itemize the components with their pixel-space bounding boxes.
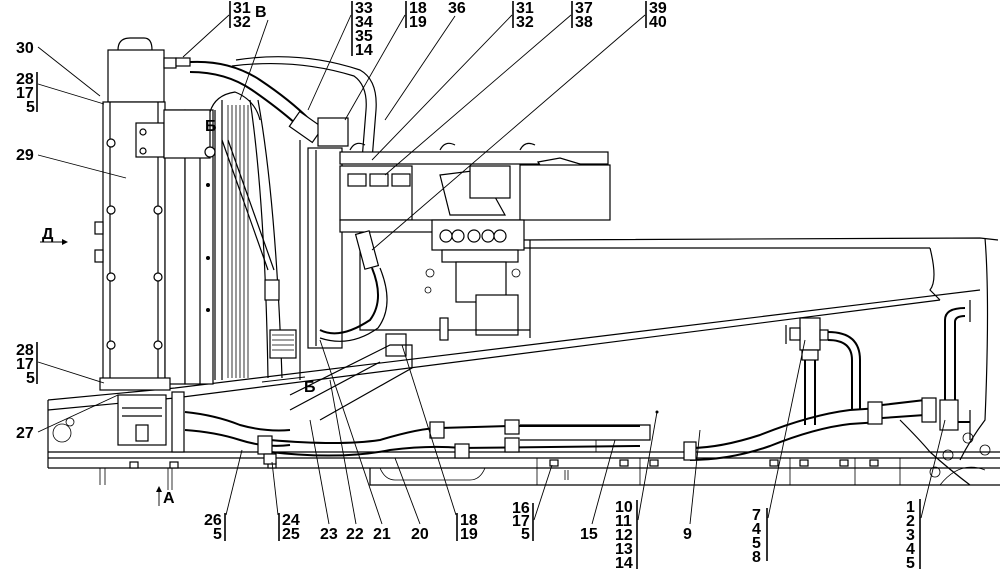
svg-text:8: 8 — [752, 549, 761, 566]
svg-text:22: 22 — [346, 526, 364, 543]
svg-text:29: 29 — [16, 147, 34, 164]
callout-29: 29 — [16, 147, 127, 179]
svg-text:5: 5 — [906, 555, 915, 569]
callout-22: 22 — [329, 379, 364, 543]
view-marker-Д: Д — [42, 226, 54, 243]
svg-text:15: 15 — [580, 526, 598, 543]
svg-text:23: 23 — [320, 526, 338, 543]
svg-text:1: 1 — [906, 499, 915, 516]
svg-text:4: 4 — [906, 541, 915, 558]
svg-text:13: 13 — [615, 541, 633, 558]
svg-text:20: 20 — [411, 526, 429, 543]
svg-text:3: 3 — [906, 527, 915, 544]
callout-21: 21 — [319, 339, 391, 543]
svg-text:19: 19 — [460, 526, 478, 543]
core-bolts — [106, 138, 210, 350]
svg-text:19: 19 — [409, 14, 427, 31]
svg-text:39: 39 — [649, 0, 667, 17]
radiator-assembly — [94, 37, 216, 453]
callout-28-17-5-b: 28 17 5 — [16, 342, 105, 387]
callout-16-17-5: 16 17 5 — [512, 464, 553, 543]
svg-text:32: 32 — [516, 14, 534, 31]
svg-text:17: 17 — [512, 513, 530, 530]
lower-pipes — [184, 344, 937, 465]
svg-text:34: 34 — [355, 14, 373, 31]
callout-36: 36 — [384, 0, 466, 121]
svg-text:21: 21 — [373, 526, 391, 543]
fan-shroud — [209, 91, 297, 380]
callout-10-14: 10 11 12 13 14 — [615, 410, 659, 569]
svg-text:38: 38 — [575, 14, 593, 31]
svg-text:27: 27 — [16, 425, 34, 442]
svg-text:7: 7 — [752, 507, 761, 524]
svg-text:25: 25 — [282, 526, 300, 543]
svg-text:35: 35 — [355, 28, 373, 45]
svg-text:18: 18 — [460, 512, 478, 529]
svg-text:5: 5 — [26, 99, 35, 116]
svg-text:32: 32 — [233, 14, 251, 31]
callout-28-17-5-a: 28 17 5 — [16, 71, 105, 116]
view-marker-A: А — [163, 490, 175, 507]
svg-text:12: 12 — [615, 527, 633, 544]
callout-18-19-b: 18 19 — [401, 344, 478, 543]
svg-text:40: 40 — [649, 14, 667, 31]
callout-37-38: 37 38 — [384, 0, 593, 176]
callout-24-25: 24 25 — [271, 461, 300, 543]
svg-text:14: 14 — [615, 555, 633, 569]
callouts-bottom: 26 5 24 25 23 22 21 20 18 19 — [204, 339, 946, 569]
svg-text:2: 2 — [906, 513, 915, 530]
section-marker-Б-bottom: Б — [304, 379, 316, 396]
svg-text:5: 5 — [752, 535, 761, 552]
callout-20: 20 — [394, 457, 429, 543]
svg-text:10: 10 — [615, 499, 633, 516]
callouts-top: 31 32 33 34 35 14 18 19 36 31 3 — [182, 0, 667, 251]
svg-text:31: 31 — [233, 0, 251, 17]
svg-text:5: 5 — [213, 526, 222, 543]
svg-text:17: 17 — [16, 356, 34, 373]
callout-15: 15 — [580, 439, 616, 543]
svg-text:37: 37 — [575, 0, 593, 17]
callout-1-5: 1 2 3 4 5 — [906, 419, 946, 569]
chassis-frame — [47, 237, 1000, 490]
svg-text:28: 28 — [16, 71, 34, 88]
callout-27: 27 — [16, 394, 119, 442]
svg-text:18: 18 — [409, 0, 427, 17]
callout-31-32-a: 31 32 — [182, 0, 251, 58]
callout-31-32-b: 31 32 — [371, 0, 534, 161]
rail-bolts — [129, 459, 879, 469]
tee-fitting — [785, 317, 861, 425]
upper-hoses — [189, 56, 377, 161]
svg-text:30: 30 — [16, 40, 34, 57]
svg-text:36: 36 — [448, 0, 466, 17]
callout-30: 30 — [16, 40, 101, 97]
svg-text:17: 17 — [16, 85, 34, 102]
right-riser-pipe — [939, 300, 971, 440]
svg-text:24: 24 — [282, 512, 300, 529]
svg-text:33: 33 — [355, 0, 373, 17]
svg-text:14: 14 — [355, 42, 373, 59]
section-marker-Б-top: Б — [205, 118, 217, 135]
svg-text:31: 31 — [516, 0, 534, 17]
svg-text:5: 5 — [26, 370, 35, 387]
engine-block — [299, 140, 611, 380]
callout-26-5: 26 5 — [204, 449, 243, 543]
callout-39-40: 39 40 — [371, 0, 667, 251]
svg-text:9: 9 — [683, 526, 692, 543]
view-marker-B: В — [255, 4, 267, 21]
callout-23: 23 — [309, 419, 338, 543]
callout-9: 9 — [683, 429, 701, 543]
callout-33-34-35-14: 33 34 35 14 — [307, 0, 373, 111]
svg-text:16: 16 — [512, 500, 530, 517]
svg-text:28: 28 — [16, 342, 34, 359]
callout-18-19-a: 18 19 — [344, 0, 427, 121]
svg-text:4: 4 — [752, 521, 761, 538]
svg-text:26: 26 — [204, 512, 222, 529]
callout-7-4-5-8: 7 4 5 8 — [752, 339, 806, 566]
callouts-left: 30 28 17 5 29 28 17 5 27 — [16, 40, 127, 442]
view-markers: В Б Б Д А — [40, 4, 316, 507]
svg-text:5: 5 — [521, 526, 530, 543]
svg-text:11: 11 — [615, 513, 632, 530]
